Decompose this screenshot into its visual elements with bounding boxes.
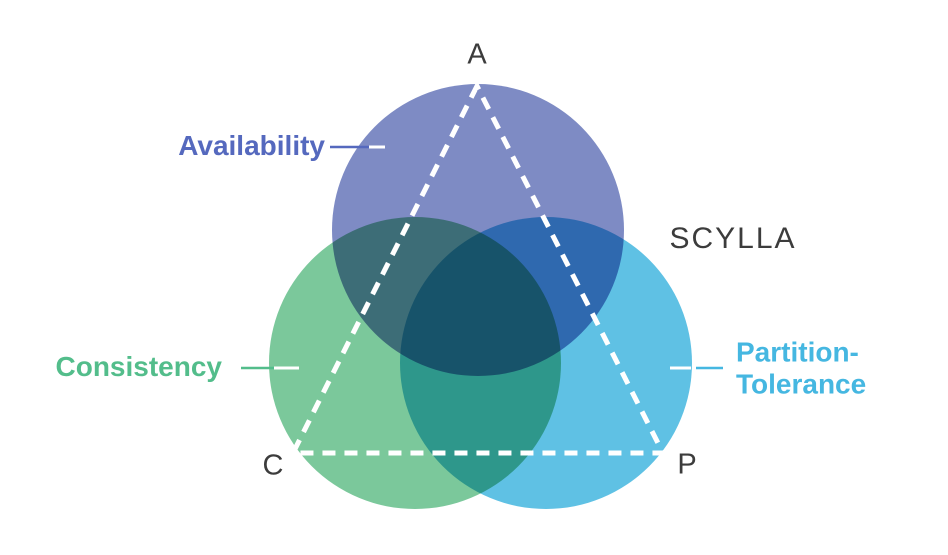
partition-tolerance-label-line1: Partition- [736,336,859,368]
availability-label: Availability [178,130,325,161]
partition-tolerance-label: Partition- Tolerance [736,337,866,402]
consistency-label: Consistency [55,351,223,382]
vertex-label-a: A [467,38,487,71]
partition-circle [400,217,692,509]
vertex-label-c: C [262,449,284,482]
partition-tolerance-label-line2: Tolerance [736,369,867,400]
vertex-label-p: P [677,448,697,481]
cap-triangle-dashed-outline [288,80,668,456]
scylla-brand-label: SCYLLA [669,222,797,255]
